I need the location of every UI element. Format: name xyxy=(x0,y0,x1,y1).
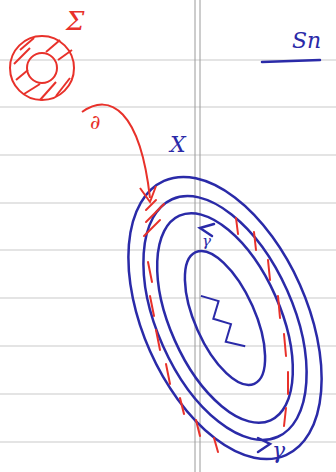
sigma-figure xyxy=(10,36,156,202)
corner-label: Sn xyxy=(292,30,321,52)
red-strip xyxy=(144,200,288,452)
gamma-label: γ xyxy=(272,440,285,462)
orientation-arrow xyxy=(258,438,270,452)
level-curves xyxy=(89,148,336,472)
sigma-label: Σ xyxy=(66,8,84,34)
gamma-label: γ xyxy=(202,234,211,249)
x-label: X xyxy=(170,134,186,156)
underline xyxy=(262,60,320,62)
boundary-label: ∂ xyxy=(90,112,100,132)
